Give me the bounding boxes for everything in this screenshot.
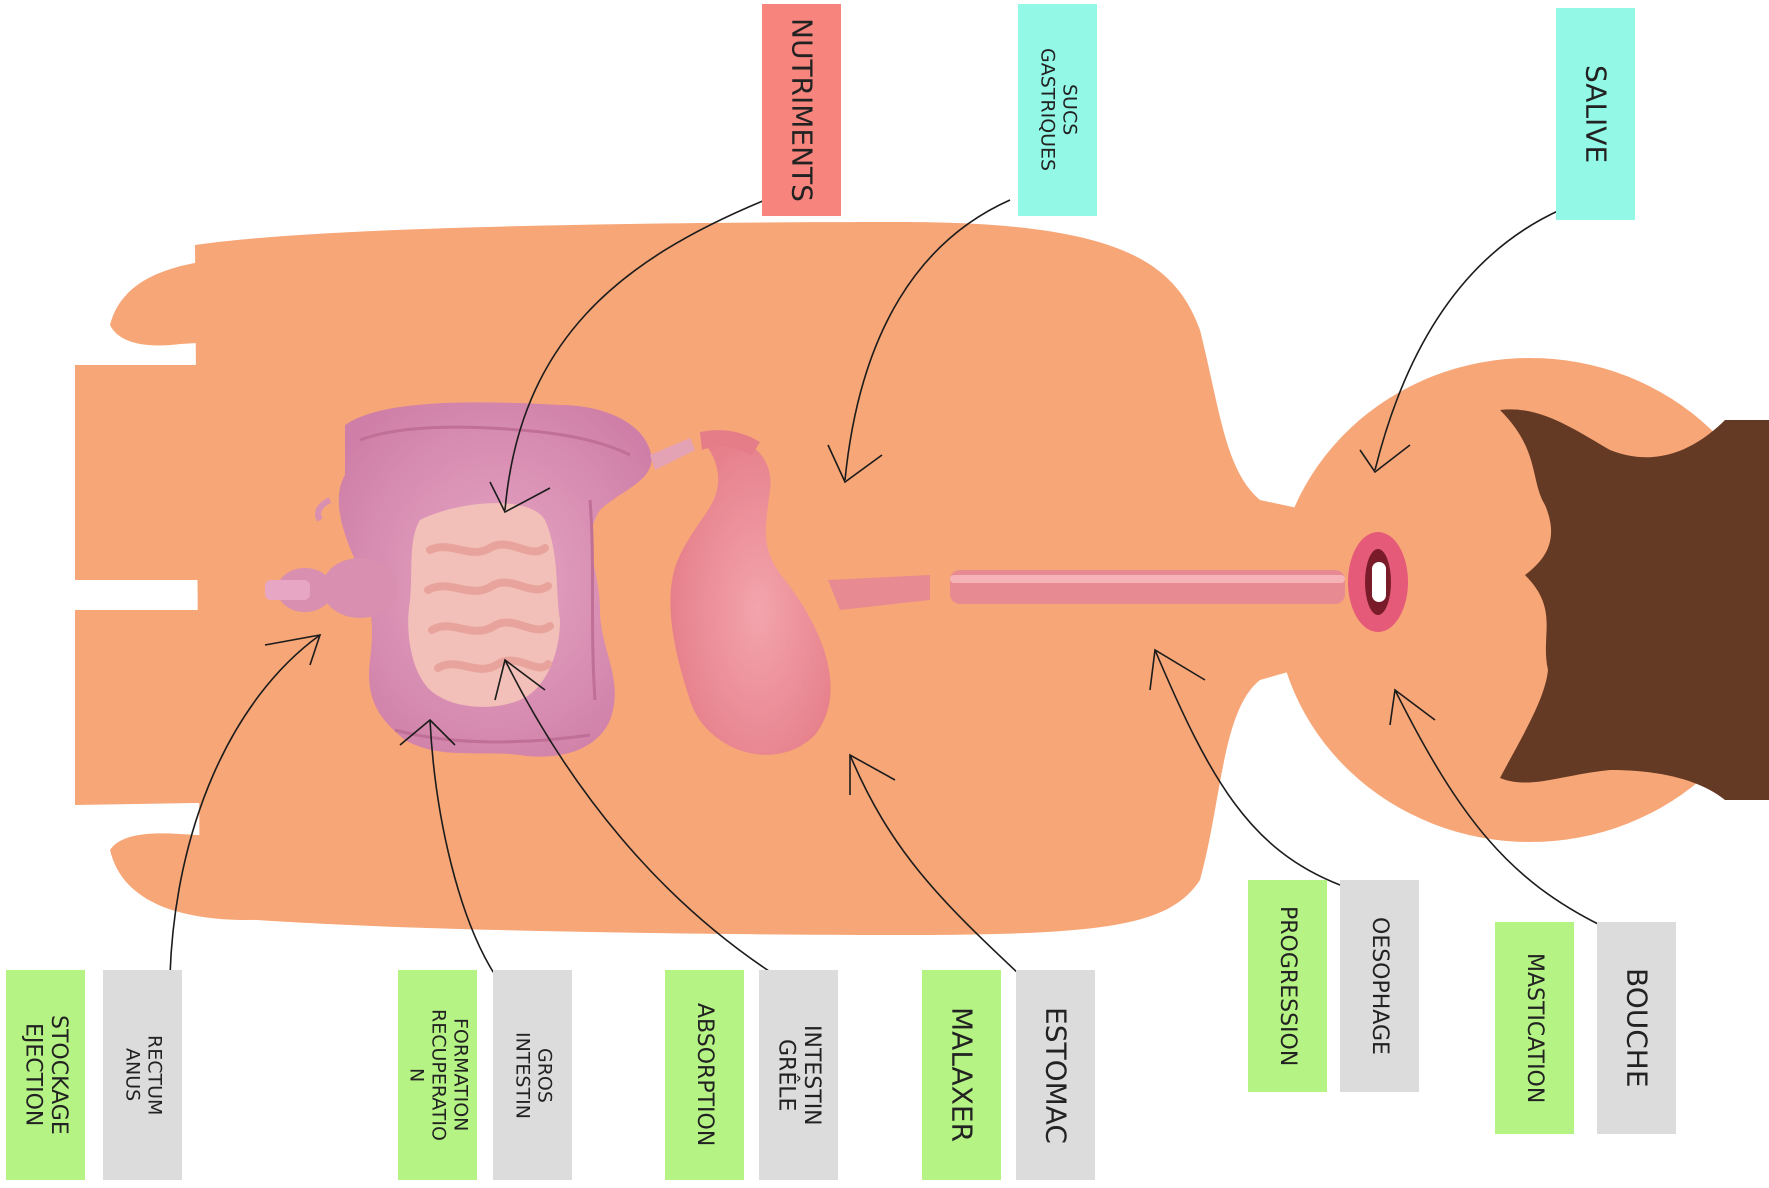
label-nutriments-text: NUTRIMENTS (785, 18, 817, 202)
label-intestin-grele-text: INTESTIN GRÊLE (773, 1025, 824, 1126)
label-nutriments: NUTRIMENTS (762, 4, 841, 216)
label-malaxer: MALAXER (922, 970, 1001, 1180)
label-stockage-ejection-text: STOCKAGE EJECTION (20, 1015, 71, 1135)
label-sucs-gastriques-text: SUCS GASTRIQUES (1036, 48, 1080, 171)
label-absorption: ABSORPTION (665, 970, 744, 1180)
esophagus (950, 570, 1345, 604)
label-formation-recuperation: FORMATION RECUPERATIO N (398, 970, 477, 1180)
label-formation-recuperation-text: FORMATION RECUPERATIO N (405, 1009, 471, 1141)
label-salive: SALIVE (1556, 8, 1635, 220)
label-mastication-text: MASTICATION (1522, 953, 1547, 1103)
label-oesophage: OESOPHAGE (1340, 880, 1419, 1092)
label-progression: PROGRESSION (1248, 880, 1327, 1092)
label-gros-intestin: GROS INTESTIN (493, 970, 572, 1180)
label-estomac: ESTOMAC (1016, 970, 1095, 1180)
label-oesophage-text: OESOPHAGE (1367, 917, 1392, 1055)
label-progression-text: PROGRESSION (1275, 906, 1300, 1066)
label-bouche-text: BOUCHE (1620, 968, 1652, 1088)
label-mastication: MASTICATION (1495, 922, 1574, 1134)
label-stockage-ejection: STOCKAGE EJECTION (6, 970, 85, 1180)
label-intestin-grele: INTESTIN GRÊLE (759, 970, 838, 1180)
label-gros-intestin-text: GROS INTESTIN (511, 1032, 555, 1119)
label-rectum-anus: RECTUM ANUS (103, 970, 182, 1180)
label-malaxer-text: MALAXER (945, 1007, 977, 1142)
label-salive-text: SALIVE (1579, 65, 1611, 163)
label-sucs-gastriques: SUCS GASTRIQUES (1018, 4, 1097, 216)
label-bouche: BOUCHE (1597, 922, 1676, 1134)
label-estomac-text: ESTOMAC (1039, 1007, 1071, 1144)
mouth (1348, 532, 1408, 632)
label-absorption-text: ABSORPTION (692, 1003, 717, 1146)
label-rectum-anus-text: RECTUM ANUS (121, 1035, 165, 1115)
